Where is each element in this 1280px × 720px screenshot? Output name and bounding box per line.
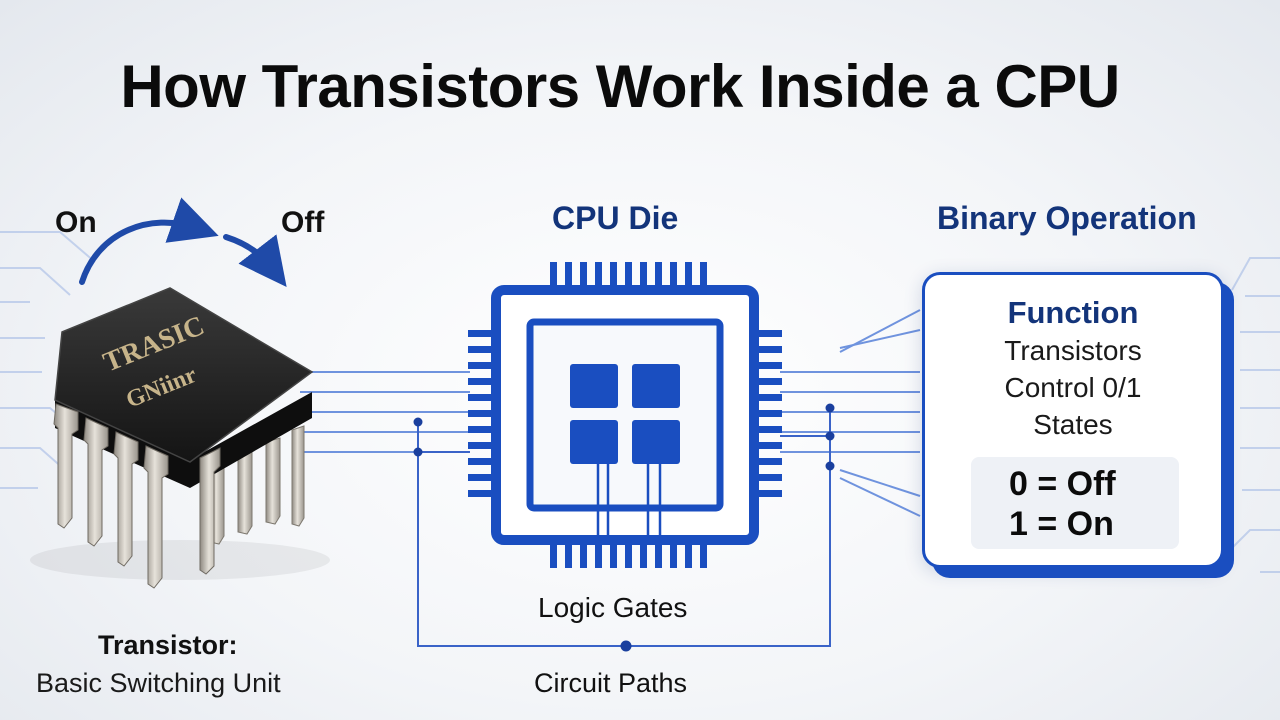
function-line: Control 0/1 bbox=[1004, 372, 1142, 403]
logic-gate-leads bbox=[596, 464, 662, 538]
cpu-pins bbox=[468, 262, 782, 568]
transistor-chip-icon: TRASIC GNiinr bbox=[30, 287, 330, 589]
circuit-nodes bbox=[413, 403, 835, 652]
chip-front-pins bbox=[53, 403, 221, 589]
on-label: On bbox=[55, 206, 97, 239]
cpu-die-icon bbox=[468, 262, 782, 568]
chip-top bbox=[54, 287, 314, 463]
right-circuit-traces bbox=[1231, 257, 1280, 573]
left-circuit-traces bbox=[0, 231, 96, 489]
function-box: Function Transistors Control 0/1 States … bbox=[922, 272, 1224, 568]
cpu-die-label: CPU Die bbox=[552, 200, 679, 236]
transistor-to-cpu-lines bbox=[300, 371, 470, 453]
state-on: 1 = On bbox=[1009, 505, 1114, 543]
transistor-title: Transistor: bbox=[98, 630, 238, 660]
off-arrow-icon bbox=[223, 234, 287, 288]
binary-states-panel: 0 = Off 1 = On bbox=[971, 457, 1179, 549]
cpu-inner-frame bbox=[526, 318, 724, 512]
cpu-to-function-lines bbox=[780, 309, 921, 517]
logic-gates-label: Logic Gates bbox=[538, 592, 688, 623]
on-arrow-icon bbox=[79, 197, 219, 285]
transistor-subtitle: Basic Switching Unit bbox=[36, 668, 281, 698]
circuit-paths-label: Circuit Paths bbox=[534, 668, 688, 698]
page-title: How Transistors Work Inside a CPU bbox=[120, 53, 1120, 120]
state-off: 0 = Off bbox=[1009, 465, 1116, 503]
logic-gate-blocks bbox=[570, 364, 680, 464]
function-line: States bbox=[1033, 409, 1113, 440]
function-title: Function bbox=[1007, 295, 1139, 330]
function-line: Transistors bbox=[1004, 335, 1142, 366]
off-label: Off bbox=[281, 206, 325, 239]
binary-operation-label: Binary Operation bbox=[937, 200, 1197, 236]
